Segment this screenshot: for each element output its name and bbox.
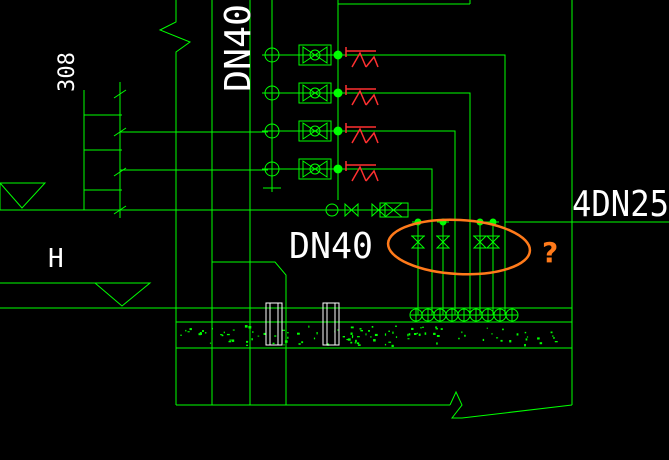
horizontal-valve-line (325, 202, 409, 218)
concrete-slab-hatch (180, 325, 558, 347)
junction-dot (333, 164, 343, 174)
markup-circle (386, 218, 532, 276)
junction-dot (333, 88, 343, 98)
dimension-chain (83, 82, 127, 218)
manifold-circles (409, 308, 519, 322)
junction-dot (333, 126, 343, 136)
valve-row-2 (262, 82, 372, 104)
gate-valve-symbol (298, 82, 332, 104)
dn25-label: 4DN25 (572, 184, 669, 225)
gate-valve-symbol (298, 120, 332, 142)
dimension-308-label: 308 (55, 52, 80, 92)
dn40-vertical-label: DN40 (218, 4, 259, 92)
gate-valve-symbol (298, 158, 332, 180)
red-outlet-symbol (345, 85, 379, 106)
red-outlet-symbol (345, 161, 379, 182)
riser-pipe (263, 0, 471, 200)
valve-row-1 (262, 44, 372, 66)
drop-pipes (372, 54, 506, 315)
markup-question-mark: ? (542, 236, 558, 269)
wall-structure (158, 0, 573, 419)
pipe-sleeves (265, 302, 340, 346)
gate-valve-symbol (298, 44, 332, 66)
dn40-lower-label: DN40 (289, 226, 373, 267)
step-line (212, 261, 287, 405)
valve-row-3 (262, 120, 372, 142)
red-outlet-symbol (345, 123, 379, 144)
junction-dot (333, 50, 343, 60)
branch-pipes (120, 131, 268, 171)
red-outlet-symbol (345, 47, 379, 68)
valve-stack (262, 44, 379, 182)
valve-row-4 (262, 158, 372, 180)
level-symbols (0, 182, 152, 307)
level-h-label: H (48, 244, 64, 274)
